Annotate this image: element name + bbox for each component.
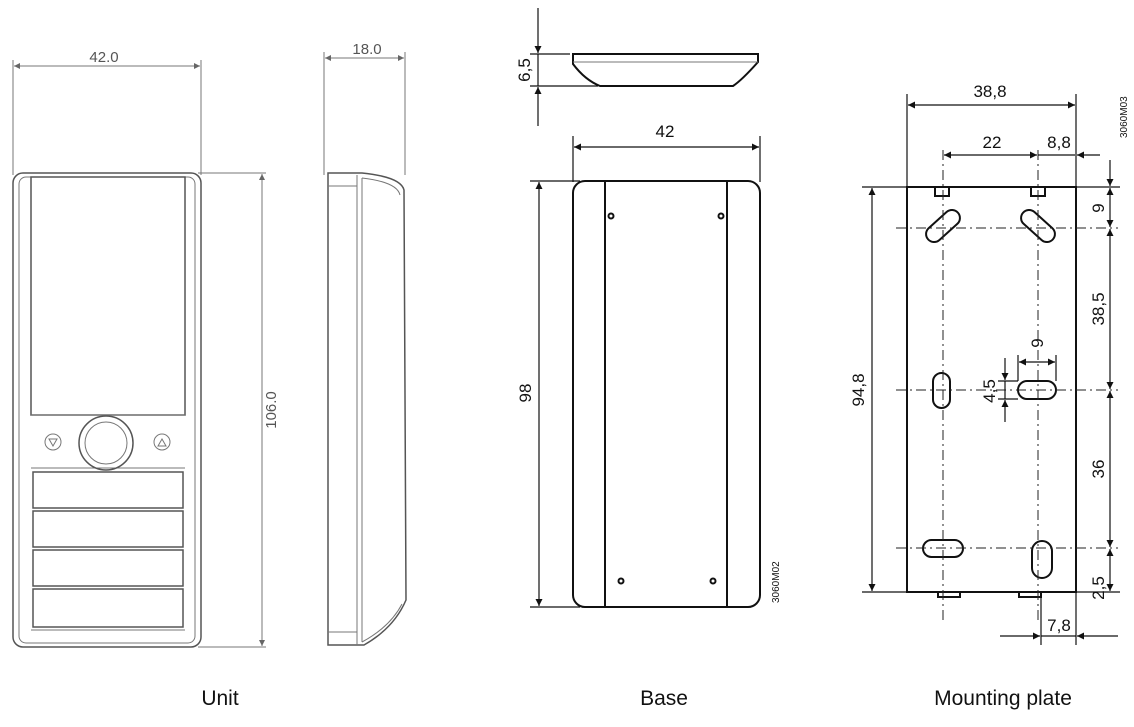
base-front-view: 42 98 3060M02 <box>516 122 782 608</box>
down-arrow-button-icon <box>44 433 62 451</box>
base-thickness-dimension: 6,5 <box>515 58 534 82</box>
unit-caption: Unit <box>201 687 239 710</box>
plate-top-offset-dimension: 9 <box>1089 203 1108 212</box>
base-drawing-code: 3060M02 <box>771 561 782 603</box>
plate-width-dimension: 38,8 <box>973 82 1006 101</box>
plate-slot-length-dimension: 9 <box>1028 338 1047 347</box>
mounting-plate-caption: Mounting plate <box>934 687 1072 710</box>
unit-side-view: 18.0 <box>323 41 407 646</box>
plate-lower-spacing-dimension: 36 <box>1089 460 1108 479</box>
up-arrow-button-icon <box>153 433 171 451</box>
base-width-dimension: 42 <box>656 122 675 141</box>
plate-bottom-edge-dimension: 7,8 <box>1047 616 1071 635</box>
base-caption: Base <box>640 687 688 710</box>
plate-upper-spacing-dimension: 38,5 <box>1089 292 1108 325</box>
unit-height-dimension: 106.0 <box>263 391 280 429</box>
plate-hole-spacing-dimension: 22 <box>983 133 1002 152</box>
base-side-profile: 6,5 <box>515 8 759 126</box>
base-height-dimension: 98 <box>516 384 535 403</box>
mounting-plate-view: 38,8 22 8,8 94,8 9 38,5 36 2,5 9 <box>849 82 1130 645</box>
plate-bottom-offset-dimension: 2,5 <box>1089 576 1108 600</box>
unit-width-dimension: 42.0 <box>89 49 118 66</box>
plate-height-dimension: 94,8 <box>849 373 868 406</box>
unit-depth-dimension: 18.0 <box>352 41 381 58</box>
unit-front-view: 42.0 106.0 <box>12 49 280 648</box>
plate-slot-width-dimension: 4,5 <box>980 379 999 403</box>
plate-edge-offset-dimension: 8,8 <box>1047 133 1071 152</box>
plate-drawing-code: 3060M03 <box>1119 96 1130 138</box>
